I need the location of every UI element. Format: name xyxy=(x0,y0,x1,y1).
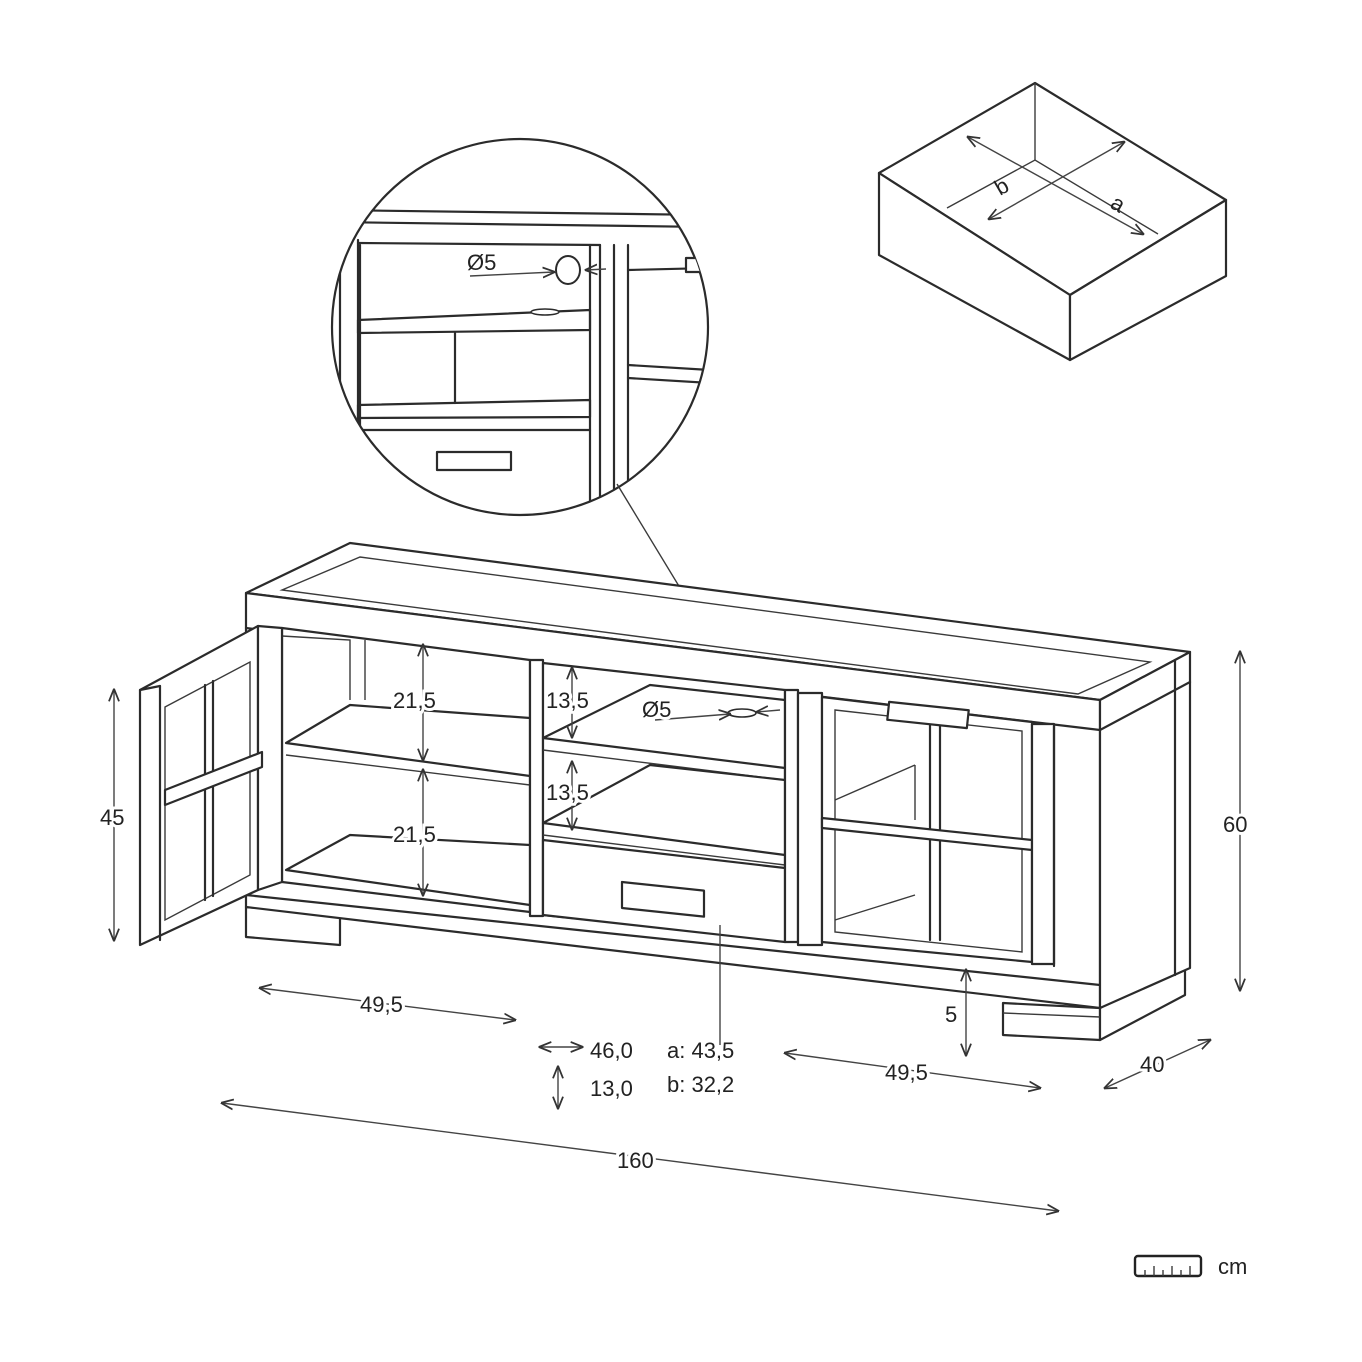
middle-upper-shelf-label: 13,5 xyxy=(546,688,589,713)
left-cabinet-width-label: 49,5 xyxy=(360,992,403,1017)
dimension-lines xyxy=(114,645,1240,1211)
ruler-icon xyxy=(1133,1254,1203,1278)
left-lower-shelf-label: 21,5 xyxy=(393,822,436,847)
drawer-inner-b-label: b: 32,2 xyxy=(667,1072,734,1097)
left-upper-shelf-label: 21,5 xyxy=(393,688,436,713)
middle-lower-shelf-label: 13,5 xyxy=(546,780,589,805)
plinth-height-label: 5 xyxy=(945,1002,957,1027)
depth-label: 40 xyxy=(1140,1052,1164,1077)
cable-hole-label: Ø5 xyxy=(642,697,671,722)
total-width-label: 160 xyxy=(617,1148,654,1173)
unit-legend: cm xyxy=(1133,1254,1247,1279)
unit-label: cm xyxy=(1218,1254,1247,1279)
detail-magnifier: Ø5 xyxy=(330,137,743,691)
drawer-width-label: 46,0 xyxy=(590,1038,633,1063)
tv-cabinet xyxy=(138,541,1192,1042)
dimension-labels: 45 60 21,5 21,5 13,5 13,5 Ø5 5 49,5 49,5… xyxy=(97,685,1250,1176)
right-cabinet-width-label: 49,5 xyxy=(885,1060,928,1085)
drawer-box-illustration: b a xyxy=(877,81,1228,362)
door-height-label: 45 xyxy=(100,805,124,830)
drawer-height-label: 13,0 xyxy=(590,1076,633,1101)
detail-hole-label: Ø5 xyxy=(467,250,496,275)
total-height-label: 60 xyxy=(1223,812,1247,837)
drawer-inner-a-label: a: 43,5 xyxy=(667,1038,734,1063)
